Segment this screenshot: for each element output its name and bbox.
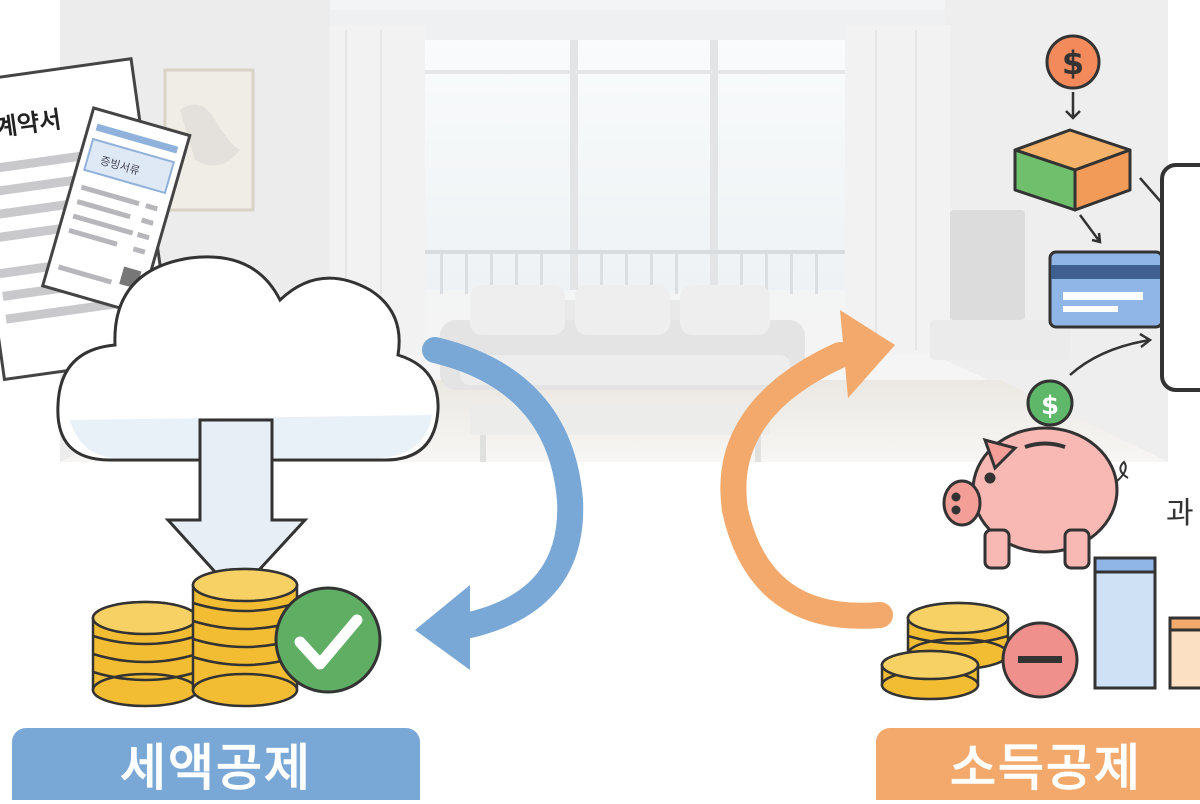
- dollar-coin-icon: $: [1045, 34, 1101, 90]
- receipt: 증빙서류: [40, 106, 192, 316]
- svg-text:$: $: [1041, 391, 1059, 421]
- box-icon: [1013, 128, 1132, 212]
- cloud-download-icon: [56, 255, 440, 598]
- credit-card-icon: [1048, 250, 1164, 329]
- minus-badge-icon: [1001, 621, 1079, 699]
- income-deduction-label: 소득공제: [876, 728, 1200, 800]
- piggy-bank-icon: [942, 426, 1129, 570]
- coin-stack-left: [91, 567, 299, 708]
- orange-cycle-arrow: [720, 310, 895, 629]
- contract-document: 계약서 증빙서류: [0, 57, 192, 382]
- check-badge-icon: [274, 586, 382, 694]
- cropped-caption: 과: [1166, 496, 1194, 531]
- smartphone-icon: [1160, 163, 1200, 392]
- coin-stack-right: [880, 601, 1010, 701]
- bar-icon: [1093, 556, 1200, 690]
- blue-cycle-arrow: [415, 337, 584, 670]
- dollar-coin-small-icon: $: [1026, 379, 1074, 427]
- tax-credit-label: 세액공제: [12, 728, 420, 800]
- svg-text:$: $: [1062, 44, 1084, 82]
